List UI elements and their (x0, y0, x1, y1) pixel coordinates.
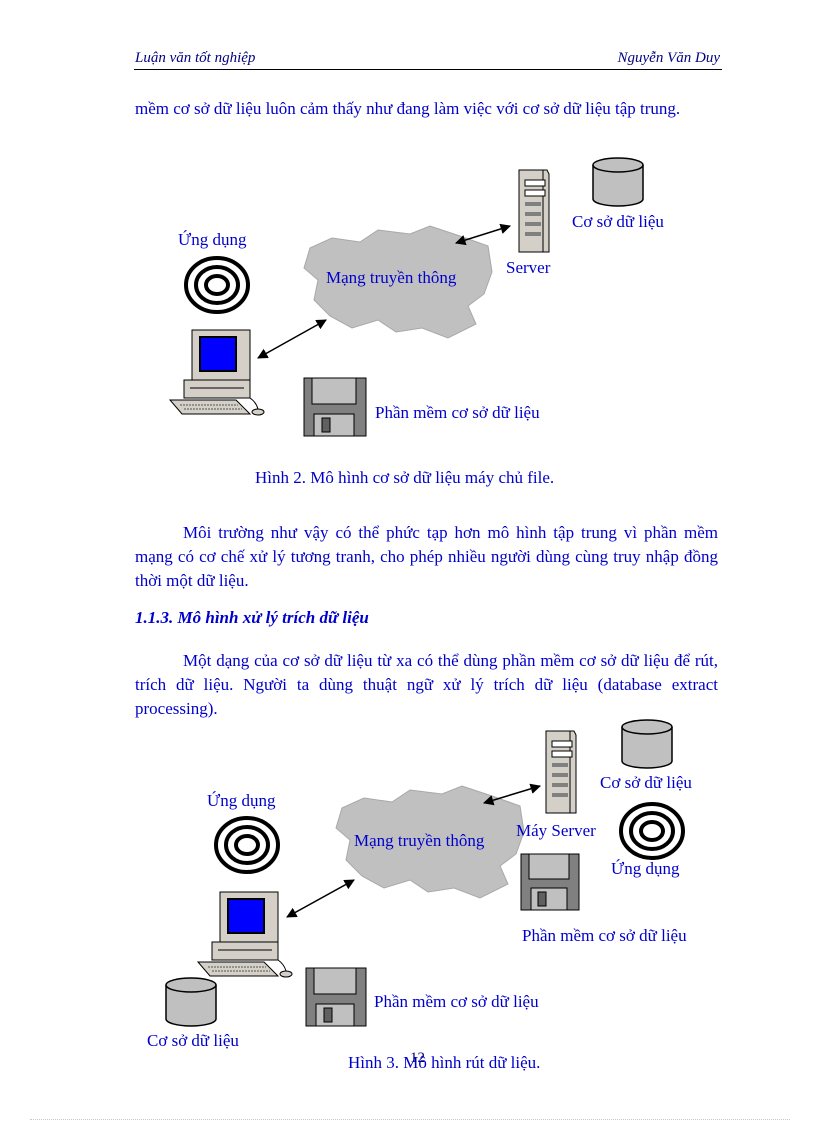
server-icon (518, 169, 550, 253)
intro-paragraph: mềm cơ sở dữ liệu luôn cảm thấy như đang… (135, 97, 718, 121)
paragraph-2-text: Môi trường như vậy có thể phức tạp hơn m… (135, 523, 718, 590)
fig3-database-bottom-icon (165, 977, 217, 1027)
fig3-database-bottom-label: Cơ sở dữ liệu (147, 1031, 239, 1050)
fig3-arrow-client (286, 879, 355, 918)
fig3-application-right-icon (619, 802, 685, 860)
fig3-client-computer-icon (196, 891, 293, 978)
header-right: Nguyễn Văn Duy (617, 50, 720, 66)
fig3-database-top-label: Cơ sở dữ liệu (600, 773, 692, 792)
paragraph-2: Môi trường như vậy có thể phức tạp hơn m… (135, 521, 718, 593)
fig3-application-target-icon (214, 816, 280, 874)
fig3-database-top-icon (621, 719, 673, 769)
page-number: 12 (410, 1050, 425, 1066)
application-target-icon (184, 256, 250, 314)
network-cloud-icon (303, 225, 493, 339)
paragraph-3-text: Một dạng của cơ sở dữ liệu từ xa có thể … (135, 651, 718, 718)
fig2-software-label: Phần mềm cơ sở dữ liệu (375, 403, 540, 422)
fig3-server-label: Máy Server (516, 821, 596, 840)
fig3-floppy-right-icon (520, 853, 580, 911)
floppy-disk-icon (303, 377, 367, 437)
fig3-app-right-label: Ứng dụng (611, 859, 680, 878)
page-bottom-border (30, 1119, 790, 1120)
client-computer-icon (168, 329, 265, 416)
paragraph-3: Một dạng của cơ sở dữ liệu từ xa có thể … (135, 649, 718, 721)
fig3-app-left-label: Ứng dụng (207, 791, 276, 810)
fig2-app-label: Ứng dụng (178, 230, 247, 249)
fig3-server-icon (545, 730, 577, 814)
intro-text: mềm cơ sở dữ liệu luôn cảm thấy như đang… (135, 99, 681, 118)
fig3-network-cloud-icon (335, 785, 525, 899)
fig3-software-bottom-label: Phần mềm cơ sở dữ liệu (374, 992, 539, 1011)
fig3-network-label: Mạng truyền thông (354, 831, 485, 850)
header-left: Luận văn tốt nghiệp (135, 50, 256, 66)
fig2-network-label: Mạng truyền thông (326, 268, 457, 287)
fig2-caption: Hình 2. Mô hình cơ sở dữ liệu máy chủ fi… (255, 468, 555, 487)
fig2-database-label: Cơ sở dữ liệu (572, 212, 664, 231)
header-rule (134, 69, 722, 70)
database-cylinder-icon (592, 157, 644, 207)
fig3-caption: Hình 3. Mô hình rút dữ liệu. (348, 1053, 541, 1072)
section-heading: 1.1.3. Mô hình xử lý trích dữ liệu (135, 608, 369, 627)
fig3-floppy-bottom-icon (305, 967, 367, 1027)
fig2-server-label: Server (506, 258, 551, 277)
fig2-arrow-client (257, 319, 327, 359)
fig3-software-right-label: Phần mềm cơ sở dữ liệu (522, 926, 687, 945)
fig2-arrow-server (454, 223, 512, 246)
fig3-arrow-server (482, 783, 542, 806)
